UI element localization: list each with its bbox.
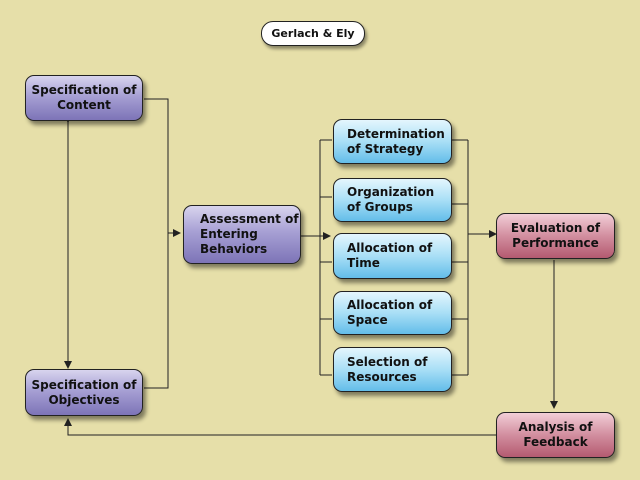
node-selection-of-resources: Selection of Resources: [333, 347, 452, 392]
node-allocation-of-space: Allocation of Space: [333, 291, 452, 335]
node-label: Determination of Strategy: [347, 126, 445, 156]
node-determination-of-strategy: Determination of Strategy: [333, 119, 452, 164]
content-to-bracket-line: [144, 98, 169, 389]
node-label: Organization of Groups: [347, 185, 435, 214]
node-specification-of-objectives: Specification of Objectives: [25, 369, 143, 416]
node-label: Allocation of Time: [347, 241, 433, 270]
diagram-title: Gerlach & Ely: [261, 21, 365, 46]
node-label: Evaluation of Performance: [510, 221, 601, 250]
feedback-to-objectives-arrow: [64, 418, 496, 436]
node-label: Selection of Resources: [347, 354, 428, 384]
node-analysis-of-feedback: Analysis of Feedback: [496, 412, 615, 458]
node-label: Allocation of Space: [347, 298, 433, 327]
node-assessment-of-entering-behaviors: Assessment of Entering Behaviors: [183, 205, 301, 264]
node-evaluation-of-performance: Evaluation of Performance: [496, 213, 615, 259]
node-specification-of-content: Specification of Content: [25, 75, 143, 121]
node-allocation-of-time: Allocation of Time: [333, 233, 452, 279]
node-label: Analysis of Feedback: [518, 420, 593, 449]
node-label: Specification of Content: [31, 83, 137, 112]
node-label: Specification of Objectives: [31, 377, 137, 407]
node-organization-of-groups: Organization of Groups: [333, 178, 452, 222]
node-label: Assessment of Entering Behaviors: [200, 212, 299, 256]
